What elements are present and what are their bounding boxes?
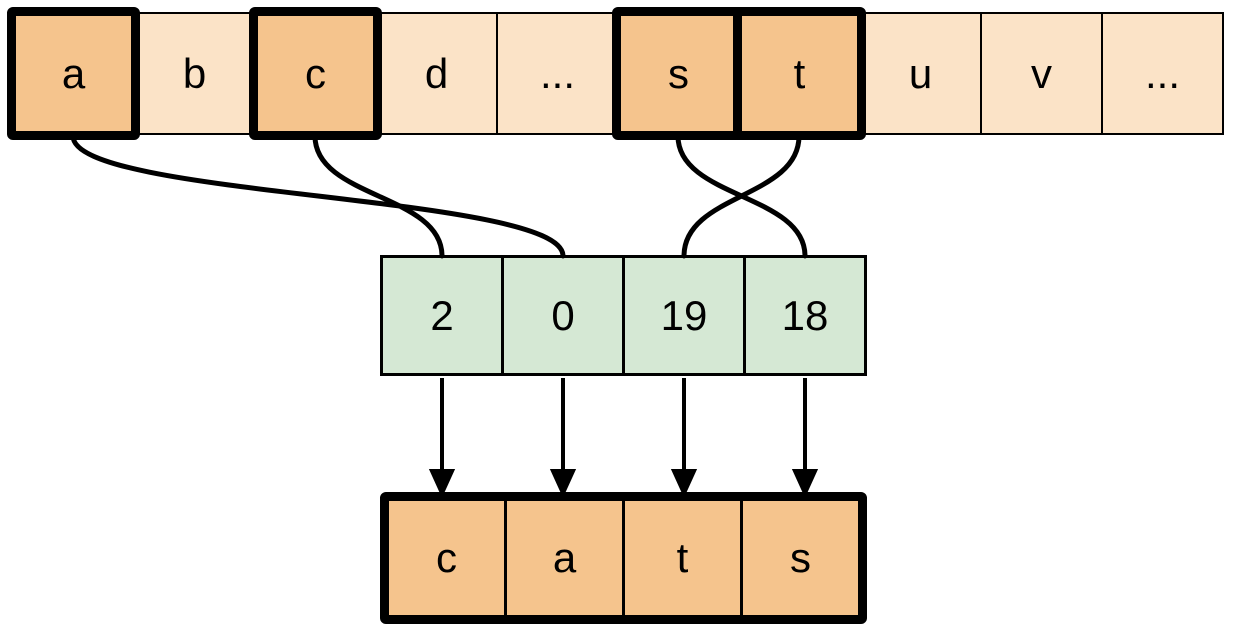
alphabet-cell-label: u — [908, 49, 933, 97]
alphabet-cell: ... — [1101, 12, 1224, 135]
result-cell: s — [740, 501, 858, 615]
index-cell: 18 — [743, 255, 867, 376]
index-cell-label: 19 — [660, 291, 708, 339]
result-cell: c — [389, 501, 504, 615]
result-cell-label: t — [676, 534, 689, 581]
alphabet-cell: b — [133, 12, 256, 135]
alphabet-cell: u — [859, 12, 982, 135]
index-cell-label: 18 — [781, 291, 829, 339]
result-cell: t — [622, 501, 740, 615]
alphabet-cell: v — [980, 12, 1103, 135]
arrow-0-to-a — [549, 378, 577, 498]
curve-c-to-2 — [312, 133, 445, 259]
alphabet-cell-label: t — [793, 49, 806, 97]
result-cell: a — [504, 501, 622, 615]
index-cell: 0 — [501, 255, 625, 376]
index-cell: 2 — [380, 255, 504, 376]
alphabet-cell-label: b — [182, 49, 207, 97]
alphabet-cell-label: a — [61, 49, 86, 97]
alphabet-cell: ... — [496, 12, 619, 135]
alphabet-cell: s — [612, 7, 745, 140]
arrow-18-to-s — [791, 378, 819, 498]
result-array: c a t s — [380, 492, 867, 624]
index-cell-label: 2 — [430, 291, 454, 339]
curve-s-to-18 — [675, 133, 808, 259]
alphabet-cell: d — [375, 12, 498, 135]
alphabet-array: a b c d ... s t u v ... — [7, 7, 1224, 140]
alphabet-cell-label: s — [668, 49, 689, 97]
index-array: 2 0 19 18 — [380, 255, 867, 376]
index-cell-label: 0 — [551, 291, 575, 339]
alphabet-cell: t — [733, 7, 866, 140]
alphabet-cell: c — [249, 7, 382, 140]
index-cell: 19 — [622, 255, 746, 376]
arrow-19-to-t — [670, 378, 698, 498]
alphabet-cell-label: c — [305, 49, 326, 97]
result-cell-label: a — [552, 534, 577, 581]
result-cell-label: s — [790, 534, 811, 581]
curve-a-to-0 — [70, 133, 566, 259]
alphabet-cell-label: v — [1031, 49, 1052, 97]
alphabet-cell-label: ... — [1144, 49, 1180, 97]
alphabet-cell: a — [7, 7, 140, 140]
arrow-2-to-c — [428, 378, 456, 498]
curve-t-to-19 — [681, 133, 802, 259]
alphabet-cell-label: d — [424, 49, 449, 97]
result-cell-label: c — [436, 534, 457, 581]
alphabet-cell-label: ... — [539, 49, 575, 97]
